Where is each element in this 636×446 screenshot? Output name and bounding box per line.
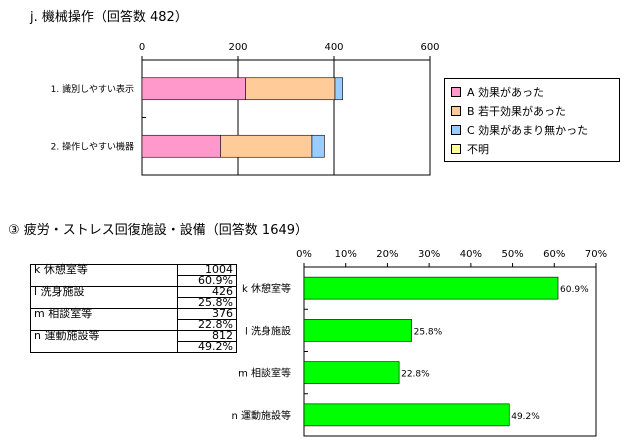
- chart-3-x-tick-label: 20%: [376, 249, 398, 260]
- chart-3-x-tick-label: 0%: [296, 249, 312, 260]
- chart-3-x-tick-label: 50%: [501, 249, 523, 260]
- chart-j-container: 0 200 400 600 1. 識別しやすい表示 2. 操作しやすい機器: [0, 0, 440, 189]
- chart-j-bar-segment: [334, 77, 343, 101]
- chart-3-category-label: m 相談室等: [238, 367, 291, 380]
- stats-row: 49.2%: [30, 341, 237, 353]
- chart-3-bar: [303, 276, 559, 300]
- chart-3-x-tick-label: 30%: [418, 249, 440, 260]
- legend-swatch: [451, 124, 461, 135]
- chart-3-category-label: k 休憩室等: [242, 282, 291, 295]
- chart-j-plot-area: [141, 59, 431, 176]
- chart-3-value-label: 60.9%: [560, 285, 589, 295]
- legend-label: A 効果があった: [467, 85, 545, 99]
- chart-3-plot: 0% 10% 20% 30% 40% 50% 60% 70% k 休憩室等 60.9% l 洗身施設…: [231, 249, 607, 437]
- stats-percent: 22.8%: [177, 319, 237, 331]
- chart-3-value-label: 25.8%: [414, 327, 443, 337]
- chart-3-x-tick-label: 40%: [460, 249, 482, 260]
- chart-3-bar: [303, 319, 412, 342]
- stats-label: k 休憩室等: [30, 264, 178, 276]
- legend-label: 不明: [467, 142, 489, 156]
- chart-j-bar-segment: [245, 77, 336, 101]
- chart-j-bar-segment: [220, 134, 313, 158]
- stats-label: m 相談室等: [30, 308, 178, 320]
- legend-swatch: [451, 143, 461, 154]
- chart-3-x-tick-label: 60%: [543, 249, 565, 260]
- chart-3-category-label: l 洗身施設: [245, 324, 291, 337]
- stats-row: 22.8%: [30, 319, 237, 331]
- chart-3-bar: [303, 361, 400, 384]
- chart-j-plot: 0 200 400 600 1. 識別しやすい表示 2. 操作しやすい機器: [51, 42, 440, 176]
- stats-percent: 25.8%: [177, 297, 237, 309]
- chart-j-bar-segment: [311, 134, 325, 158]
- legend-swatch: [451, 86, 461, 97]
- chart-j-x-tick-label: 200: [228, 42, 247, 53]
- stats-label: n 運動施設等: [30, 330, 178, 342]
- chart-j-legend-item: A 効果があった: [451, 82, 613, 101]
- chart-j-title: j. 機械操作（回答数 482）: [30, 10, 188, 25]
- stats-percent: 49.2%: [177, 341, 237, 353]
- chart-j-bar-segment: [141, 77, 246, 101]
- chart-j-legend-item: 不明: [451, 139, 613, 158]
- chart-j-x-tick-label: 600: [420, 42, 439, 53]
- chart-j-x-tick-label: 400: [324, 42, 343, 53]
- chart-3-category-label: n 運動施設等: [231, 409, 291, 422]
- chart-j-category-label: 1. 識別しやすい表示: [51, 83, 134, 95]
- chart-j-x-tick-label: 0: [139, 42, 145, 53]
- chart-3-value-label: 49.2%: [511, 412, 540, 422]
- chart-j-category-label: 2. 操作しやすい機器: [51, 140, 134, 152]
- chart-j-legend-item: B 若干効果があった: [451, 101, 613, 120]
- stats-percent: 60.9%: [177, 275, 237, 287]
- stats-label-blank: [30, 341, 178, 353]
- chart-3-bar: [303, 403, 510, 427]
- chart-j-bar-segment: [141, 134, 222, 158]
- legend-label: C 効果があまり無かった: [467, 123, 589, 137]
- legend-swatch: [451, 105, 461, 116]
- chart-j-legend: A 効果があった B 若干効果があった C 効果があまり無かった不明: [444, 78, 620, 162]
- legend-label: B 若干効果があった: [467, 104, 567, 118]
- chart-3-x-tick-label: 10%: [335, 249, 357, 260]
- chart-3-title: ③ 疲労・ストレス回復施設・設備（回答数 1649）: [8, 223, 309, 238]
- chart-3-x-tick-label: 70%: [585, 249, 607, 260]
- chart-j-legend-item: C 効果があまり無かった: [451, 120, 613, 139]
- stats-label: l 洗身施設: [30, 286, 178, 298]
- chart-3-value-label: 22.8%: [401, 370, 430, 380]
- chart-3-container: 0% 10% 20% 30% 40% 50% 60% 70% k 休憩室等 60.9% l 洗身施設…: [220, 236, 630, 446]
